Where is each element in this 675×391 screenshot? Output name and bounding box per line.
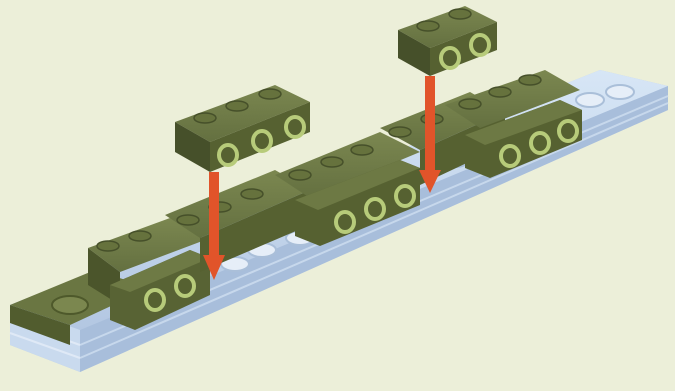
incoming-brick-1x3 — [175, 85, 310, 172]
incoming-brick-1x2 — [398, 6, 497, 76]
